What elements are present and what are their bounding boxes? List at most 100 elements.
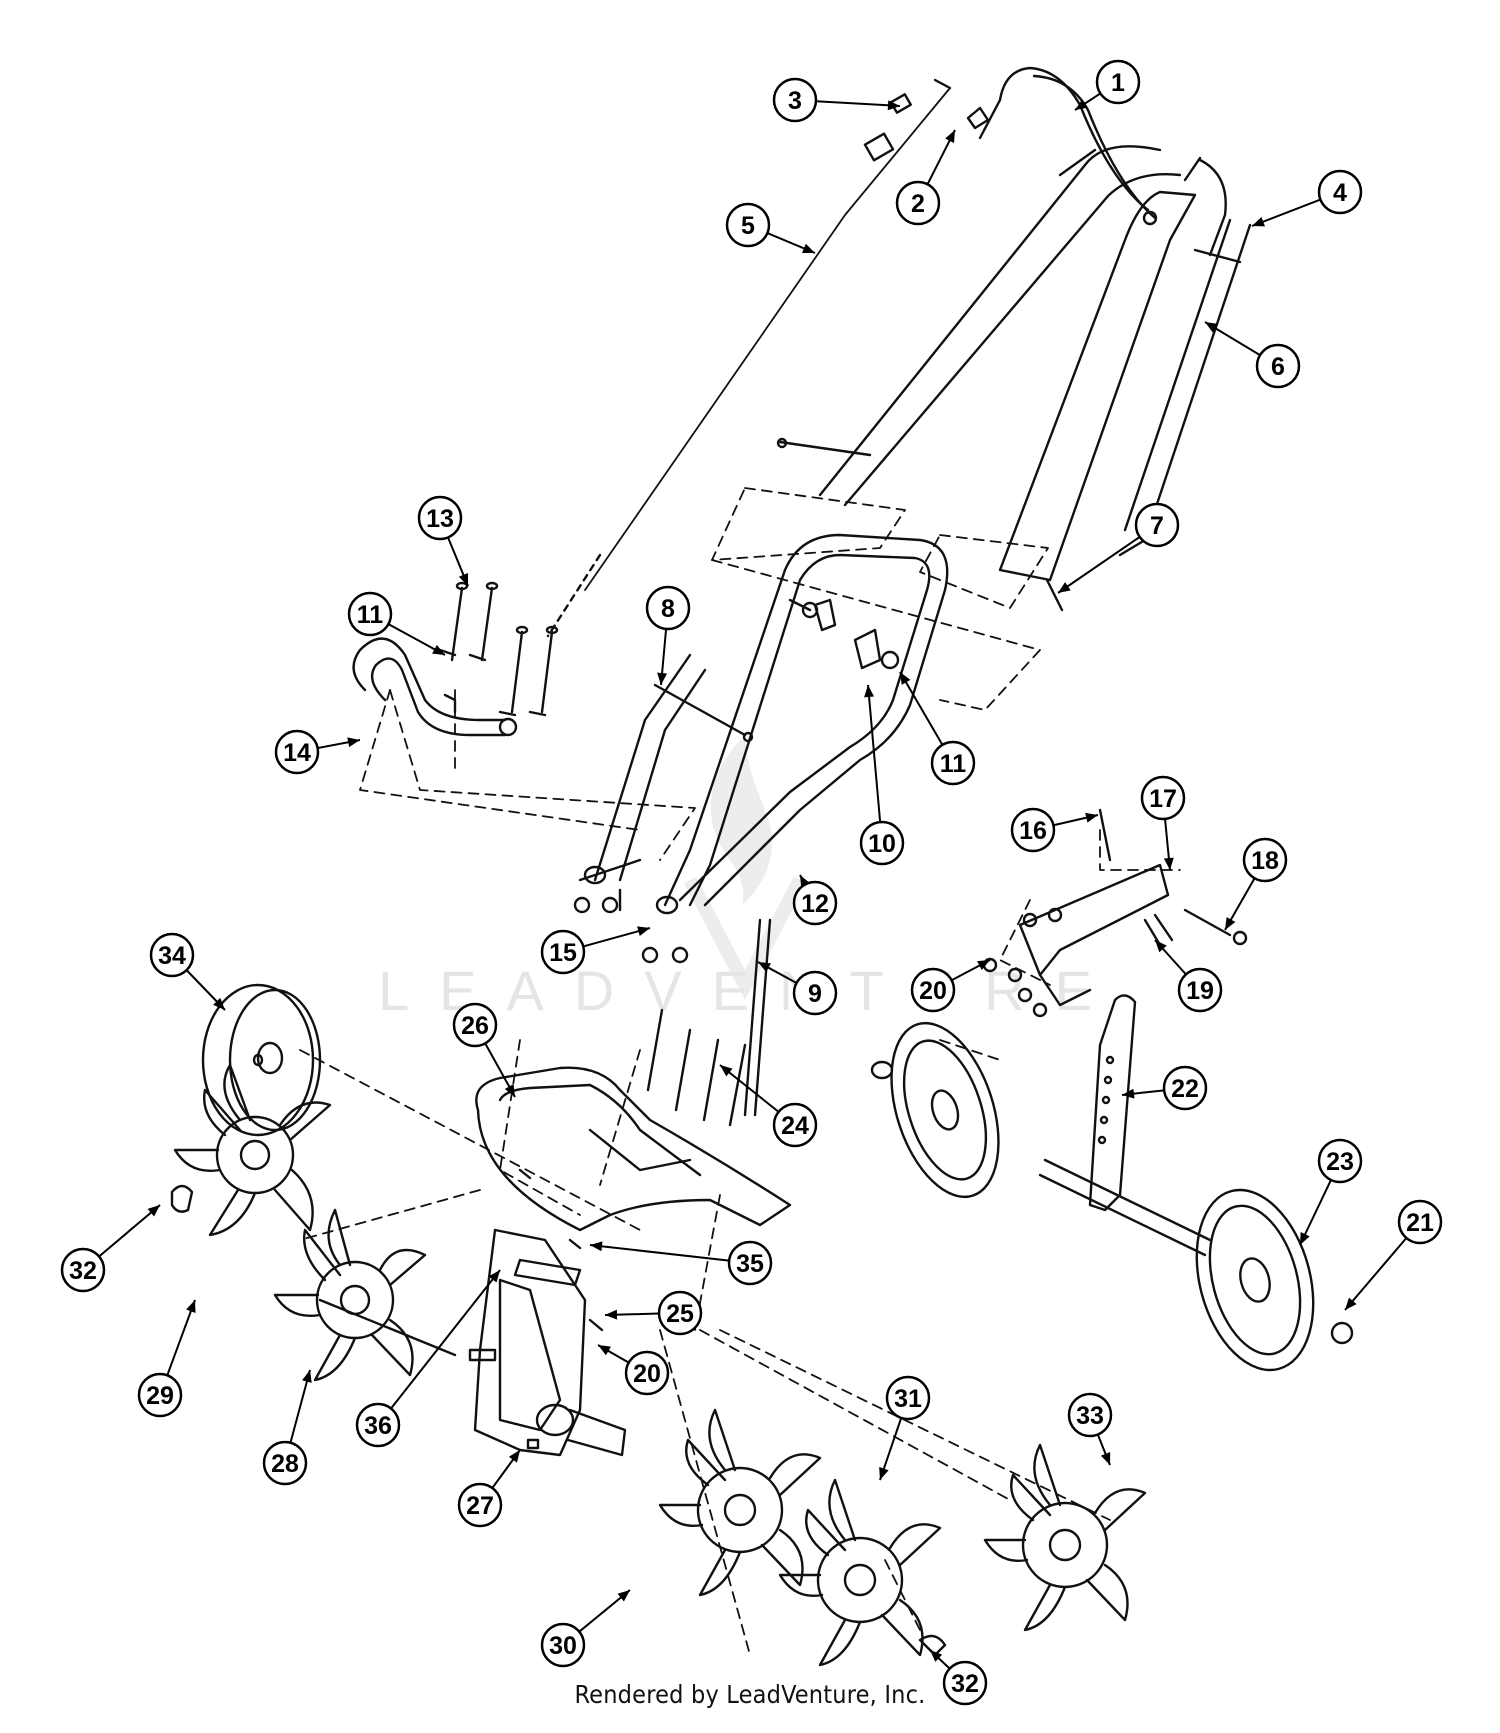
callout-label: 24 <box>781 1112 809 1140</box>
callout-circle <box>355 1402 401 1448</box>
credit-line: Rendered by LeadVenture, Inc. <box>574 1680 926 1709</box>
callout-circle <box>910 967 956 1013</box>
leader-line <box>289 1369 311 1443</box>
callout-circle <box>1134 502 1180 548</box>
leader-line <box>589 1244 730 1262</box>
arrowhead <box>347 737 360 748</box>
arrowhead <box>758 962 771 973</box>
callout-label: 13 <box>426 505 454 533</box>
callout-circle <box>417 495 463 541</box>
callout-circle <box>347 591 393 637</box>
callout-32: 32 <box>929 1649 988 1706</box>
callout-circle <box>60 1247 106 1293</box>
callout-21: 21 <box>1344 1199 1443 1311</box>
arrowhead <box>598 1345 611 1356</box>
callout-label: 1 <box>1111 69 1125 97</box>
callout-label: 23 <box>1326 1148 1354 1176</box>
callout-5: 5 <box>725 202 816 254</box>
callout-label: 11 <box>357 601 384 629</box>
arrowhead <box>458 573 469 586</box>
transport-wheels <box>870 1021 1354 1372</box>
callout-27: 27 <box>457 1449 521 1528</box>
callout-label: 27 <box>466 1492 494 1520</box>
callout-circle <box>1095 59 1141 105</box>
arrowhead <box>605 1309 618 1320</box>
left-bracket-tube <box>352 637 518 737</box>
callout-label: 7 <box>1150 512 1164 540</box>
watermark-flame-icon <box>710 735 772 905</box>
callout-circle <box>540 1622 586 1668</box>
arrowhead <box>504 1084 515 1097</box>
callout-label: 26 <box>461 1012 489 1040</box>
callout-label: 4 <box>1333 179 1347 207</box>
tine-assembly-left <box>173 1063 497 1382</box>
callout-label: 11 <box>940 750 967 778</box>
arrowhead <box>1100 1452 1111 1465</box>
arrowhead <box>147 1205 160 1217</box>
arrowhead <box>945 130 955 143</box>
mounting-guides <box>299 487 1181 1656</box>
part-callouts: 1234567891011111213141516171819202021222… <box>60 59 1443 1706</box>
upper-handle <box>776 145 1252 612</box>
arrowhead <box>617 1590 630 1602</box>
callout-label: 30 <box>549 1632 577 1660</box>
callout-label: 29 <box>146 1382 174 1410</box>
arrowhead <box>637 926 650 937</box>
callout-4: 4 <box>1251 169 1363 227</box>
exploded-parts-drawing <box>170 66 1354 1667</box>
callout-30: 30 <box>540 1589 631 1668</box>
callout-circle <box>930 740 976 786</box>
arrowhead <box>508 1450 520 1463</box>
hairpin-clip <box>170 1184 194 1213</box>
callout-circle <box>1397 1199 1443 1245</box>
arrowhead <box>1163 857 1174 870</box>
callout-33: 33 <box>1067 1392 1113 1466</box>
arrowhead <box>1085 812 1098 823</box>
arrowhead <box>1075 99 1088 110</box>
callout-circle <box>1067 1392 1113 1438</box>
arrowhead <box>213 997 225 1010</box>
arrowhead <box>1058 582 1071 593</box>
callout-3: 3 <box>772 77 901 123</box>
arrowhead <box>186 1300 196 1313</box>
arrowhead <box>1205 322 1218 333</box>
callout-29: 29 <box>137 1299 196 1418</box>
callout-circle <box>942 1660 988 1706</box>
callout-circle <box>885 1375 931 1421</box>
control-lever <box>978 66 1158 226</box>
depth-bracket <box>982 808 1248 1018</box>
callout-16: 16 <box>1010 807 1099 853</box>
callout-circle <box>1255 343 1301 389</box>
callout-label: 9 <box>808 980 822 1008</box>
callout-label: 34 <box>158 942 186 970</box>
callout-label: 5 <box>741 212 755 240</box>
leader-line <box>1057 536 1141 594</box>
callout-31: 31 <box>879 1375 931 1481</box>
arrowhead <box>887 100 900 111</box>
leader-line <box>1251 198 1321 227</box>
leader-line <box>390 1269 501 1410</box>
callout-2: 2 <box>895 129 956 226</box>
cross-rod <box>653 683 754 743</box>
callout-label: 16 <box>1019 817 1047 845</box>
arrowhead <box>879 1467 889 1480</box>
arrowhead <box>488 1270 500 1283</box>
callout-circle <box>149 932 195 978</box>
arrowhead <box>1155 940 1167 953</box>
callout-8: 8 <box>645 585 691 686</box>
watermark-v-icon <box>683 876 807 1001</box>
leader-line <box>98 1204 161 1258</box>
callout-label: 28 <box>271 1450 299 1478</box>
arrowhead <box>302 1370 312 1383</box>
callout-label: 17 <box>1149 785 1177 813</box>
arrowhead <box>900 672 911 685</box>
callout-label: 8 <box>661 595 675 623</box>
callout-label: 32 <box>951 1670 979 1698</box>
leader-line <box>867 684 882 823</box>
callout-26: 26 <box>452 1002 516 1098</box>
callout-35: 35 <box>589 1240 773 1286</box>
callout-10: 10 <box>859 684 905 866</box>
callout-6: 6 <box>1204 321 1301 389</box>
callout-32: 32 <box>60 1204 161 1293</box>
callout-34: 34 <box>149 932 226 1011</box>
